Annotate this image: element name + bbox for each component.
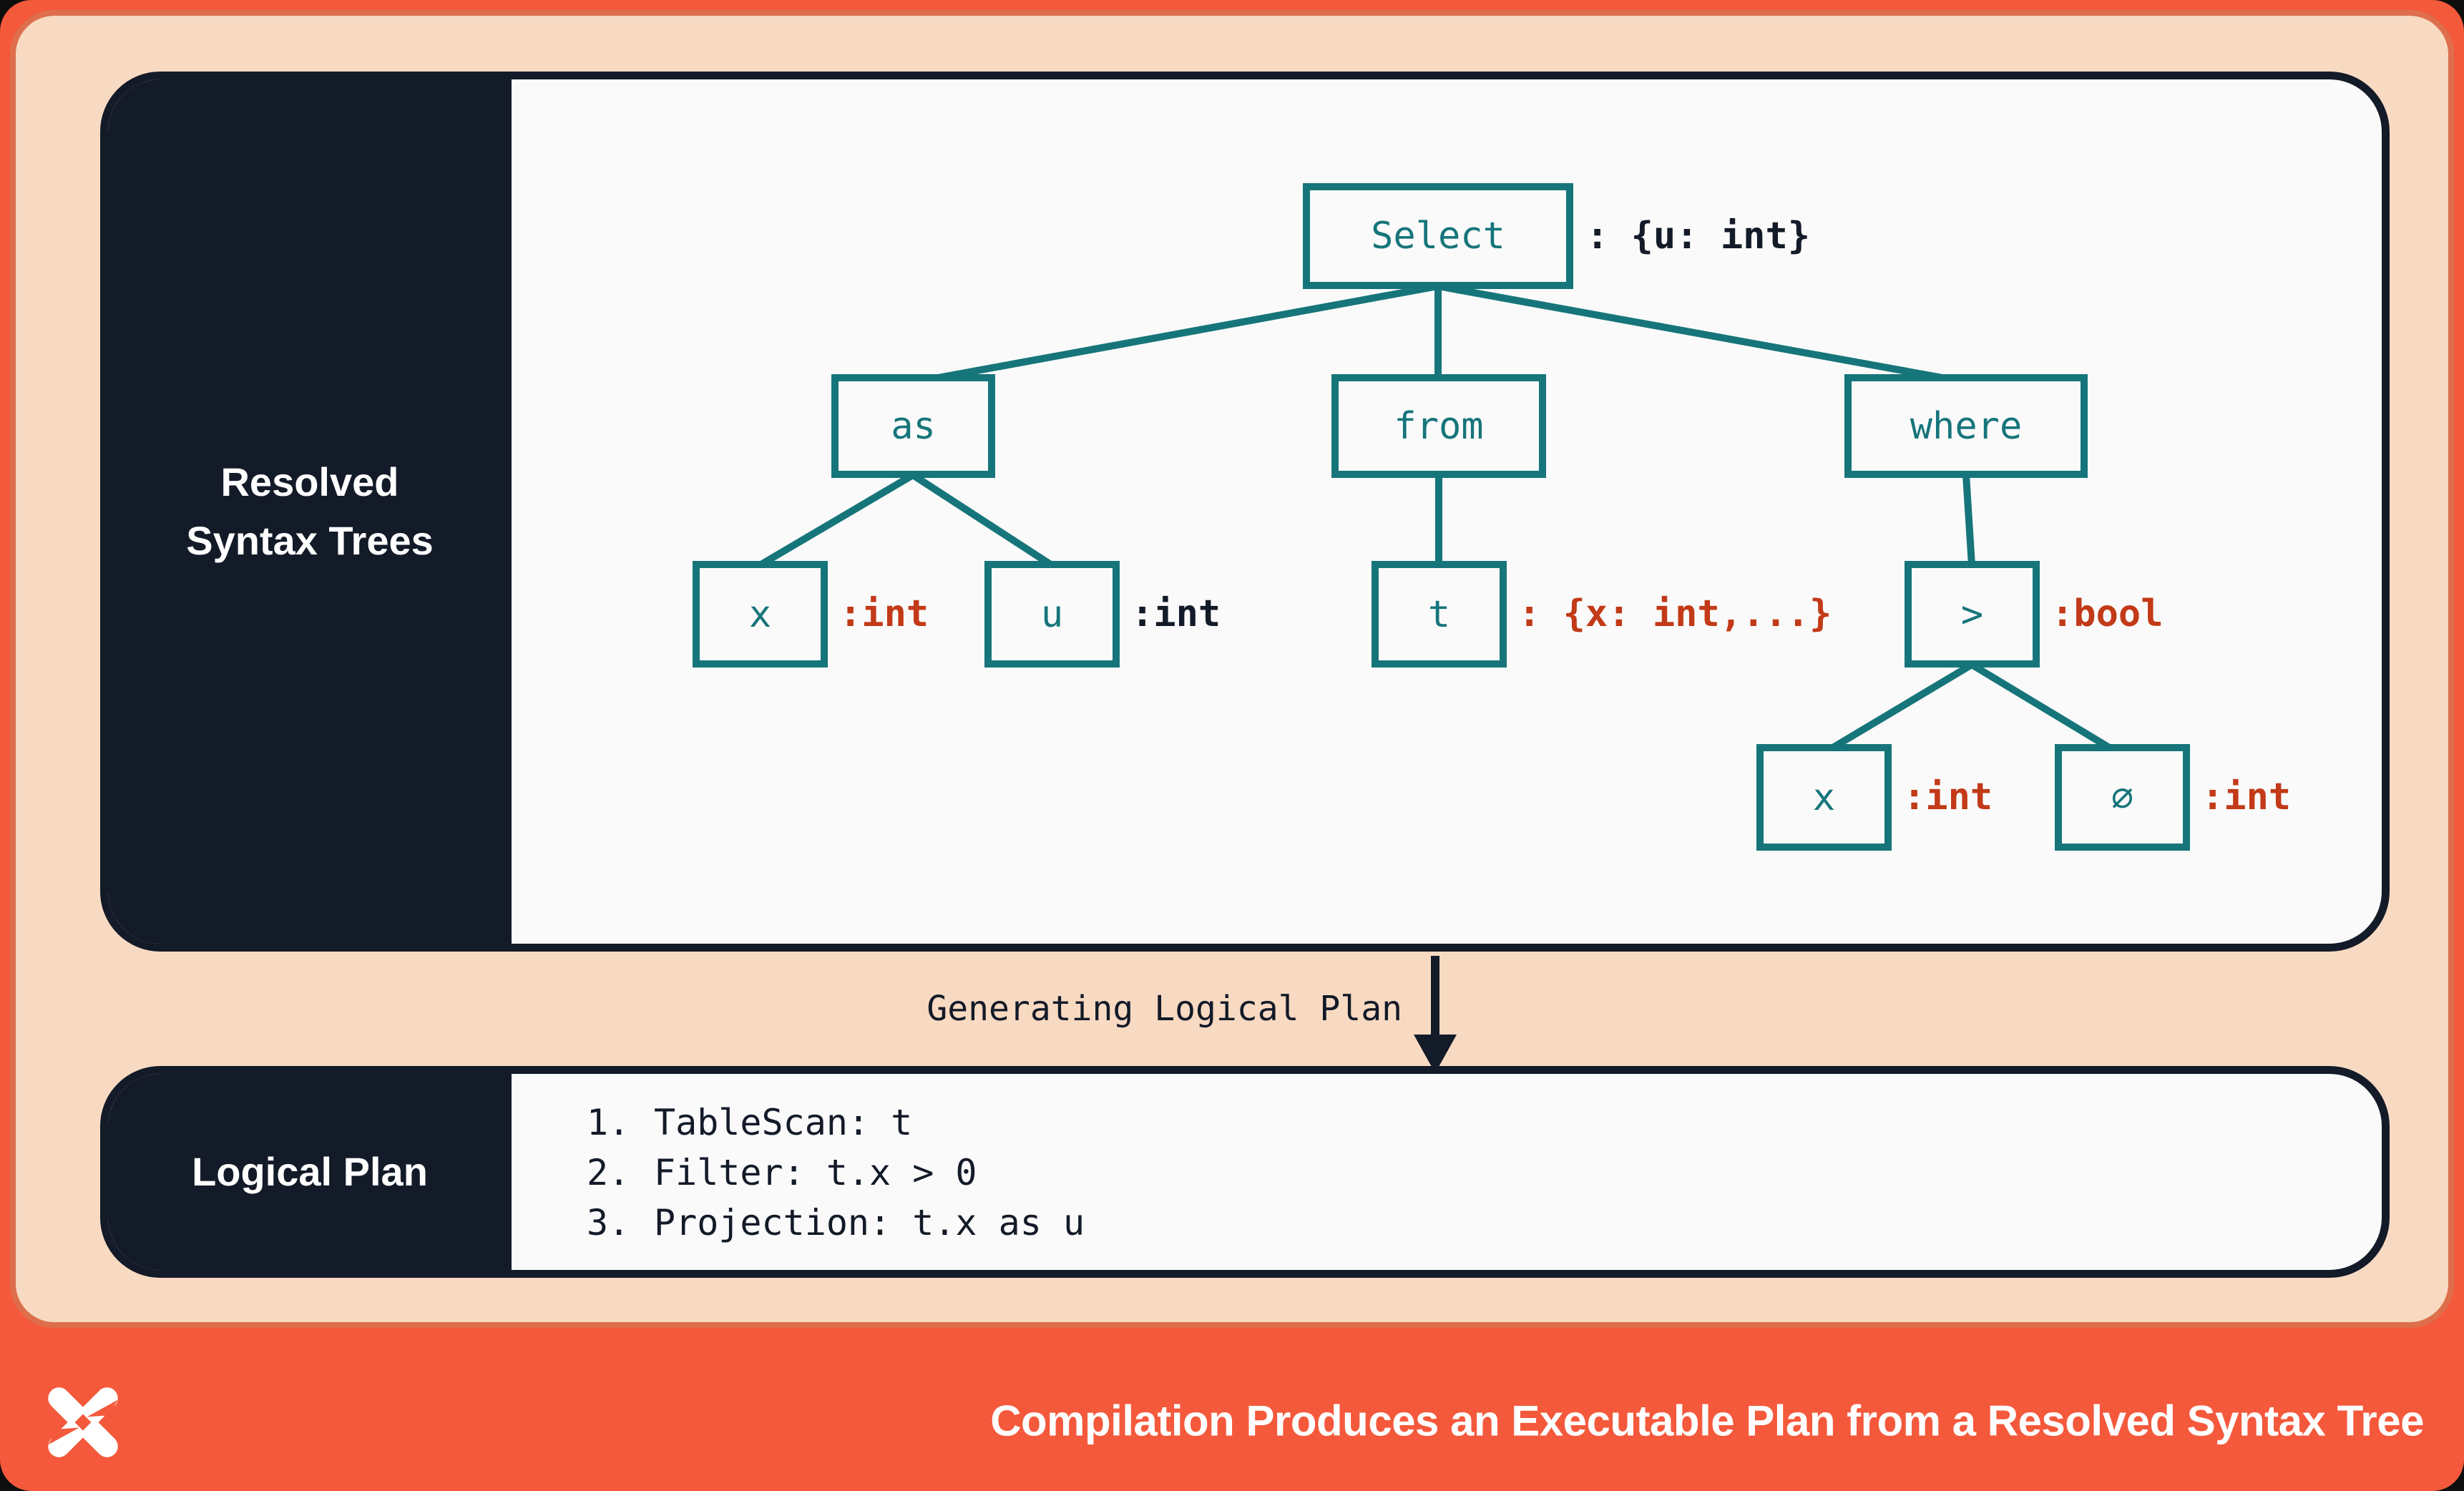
plan-step-2-text: Filter: t.x > 0 <box>654 1152 977 1193</box>
tree-node-u: u <box>984 561 1120 668</box>
plan-step-2-number: 2. <box>587 1152 630 1193</box>
resolved-title-line2: Syntax Trees <box>186 518 434 563</box>
type-annotation-t: : {x: int,...} <box>1518 592 1832 635</box>
plan-step-3-number: 3. <box>587 1202 630 1243</box>
resolved-title-line1: Resolved <box>220 459 399 504</box>
logical-panel-sidebar: Logical Plan <box>108 1074 512 1270</box>
type-annotation-select: : {u: int} <box>1586 215 1811 258</box>
plan-step-3-text: Projection: t.x as u <box>654 1202 1085 1243</box>
resolved-panel-sidebar: Resolved Syntax Trees <box>108 79 512 944</box>
tree-node-from: from <box>1331 374 1546 478</box>
tree-node-greater-than-label: > <box>1960 592 1984 636</box>
tree-node-as: as <box>831 374 995 478</box>
type-annotation-zero: :int <box>2201 776 2292 818</box>
logical-plan-steps: 1. TableScan: t 2. Filter: t.x > 0 3. Proje… <box>587 1098 1085 1248</box>
type-annotation-x-under-as: :int <box>839 592 929 635</box>
plan-step-1-text: TableScan: t <box>654 1102 913 1143</box>
tree-node-zero: ∅ <box>2055 744 2190 851</box>
logical-panel-title: Logical Plan <box>192 1149 428 1194</box>
tree-node-x-under-as-label: x <box>748 592 772 636</box>
tree-node-u-label: u <box>1040 592 1064 636</box>
plan-step-1: 1. TableScan: t <box>587 1098 1085 1148</box>
flow-arrow-label: Generating Logical Plan <box>927 989 1402 1029</box>
tree-node-x-under-gt-label: x <box>1812 776 1836 819</box>
tree-node-select-label: Select <box>1371 215 1505 258</box>
resolved-syntax-trees-panel: Resolved Syntax Trees <box>100 72 2390 952</box>
type-annotation-u: :int <box>1131 592 1221 635</box>
logical-plan-panel: Logical Plan <box>100 1066 2390 1278</box>
tree-node-where: where <box>1844 374 2088 478</box>
tree-node-greater-than: > <box>1905 561 2040 668</box>
tree-node-zero-label: ∅ <box>2111 776 2134 819</box>
plan-step-1-number: 1. <box>587 1102 630 1143</box>
tree-node-as-label: as <box>891 404 936 448</box>
type-annotation-x-under-gt: :int <box>1903 776 1993 818</box>
tree-node-from-label: from <box>1394 404 1484 448</box>
dagster-logo-icon <box>48 1387 118 1457</box>
tree-node-t-label: t <box>1427 592 1451 636</box>
plan-step-2: 2. Filter: t.x > 0 <box>587 1148 1085 1198</box>
tree-node-x-under-as: x <box>693 561 828 668</box>
resolved-panel-title: Resolved Syntax Trees <box>186 453 434 570</box>
tree-node-t: t <box>1372 561 1507 668</box>
tree-node-where-label: where <box>1910 404 2023 448</box>
plan-step-3: 3. Projection: t.x as u <box>587 1198 1085 1248</box>
footer-title: Compilation Produces an Executable Plan … <box>990 1397 2424 1445</box>
type-annotation-greater-than: :bool <box>2051 592 2164 635</box>
tree-node-select: Select <box>1303 183 1573 289</box>
tree-node-x-under-gt: x <box>1756 744 1892 851</box>
